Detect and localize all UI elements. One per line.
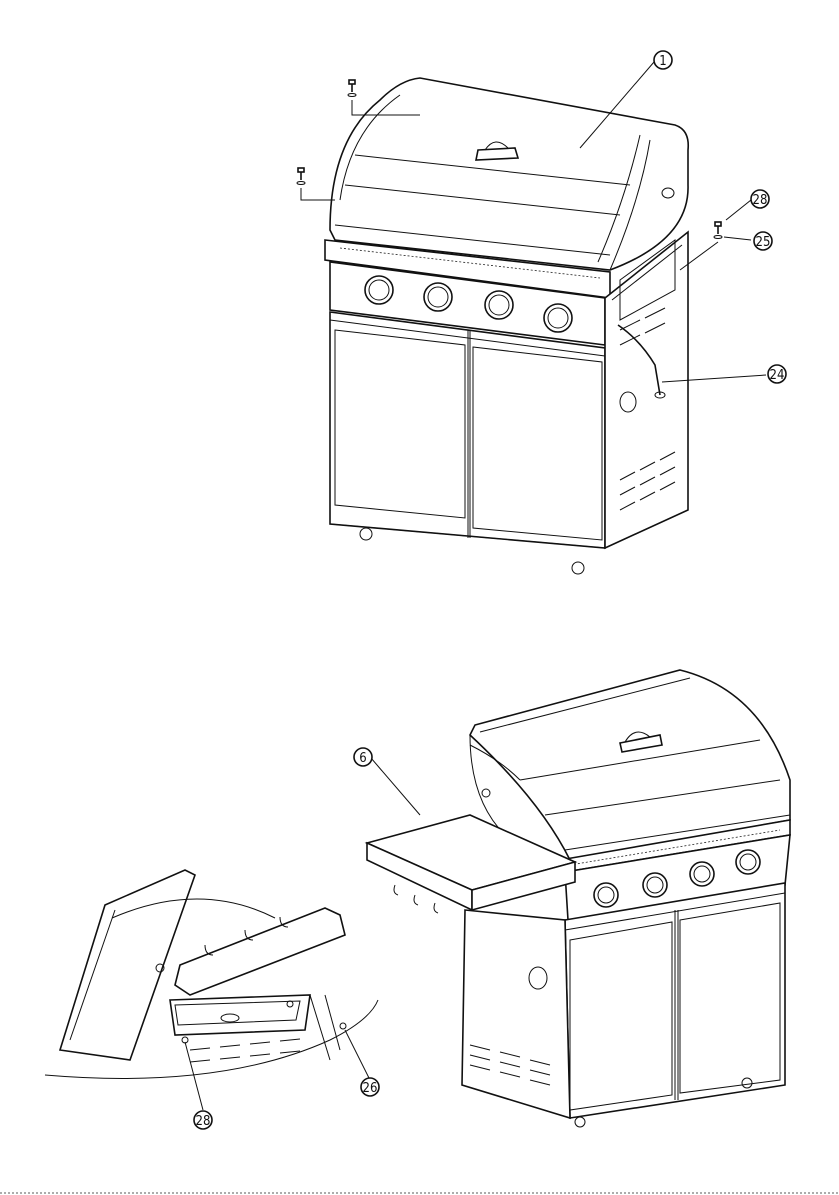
callout-6-label: 6 — [359, 751, 366, 766]
callout-28-top-label: 28 — [753, 193, 768, 208]
callout-28-bottom-label: 28 — [196, 1114, 211, 1129]
callout-25-label: 25 — [756, 235, 771, 250]
callout-24-label: 24 — [770, 368, 785, 383]
grill-lid — [330, 78, 688, 270]
callout-1-label: 1 — [659, 54, 666, 69]
grill-front-view — [297, 78, 722, 574]
lid-handle — [476, 148, 518, 160]
shelf-detail-view — [45, 870, 378, 1078]
callout-26-label: 26 — [363, 1081, 378, 1096]
grill-iso-view — [367, 670, 790, 1127]
